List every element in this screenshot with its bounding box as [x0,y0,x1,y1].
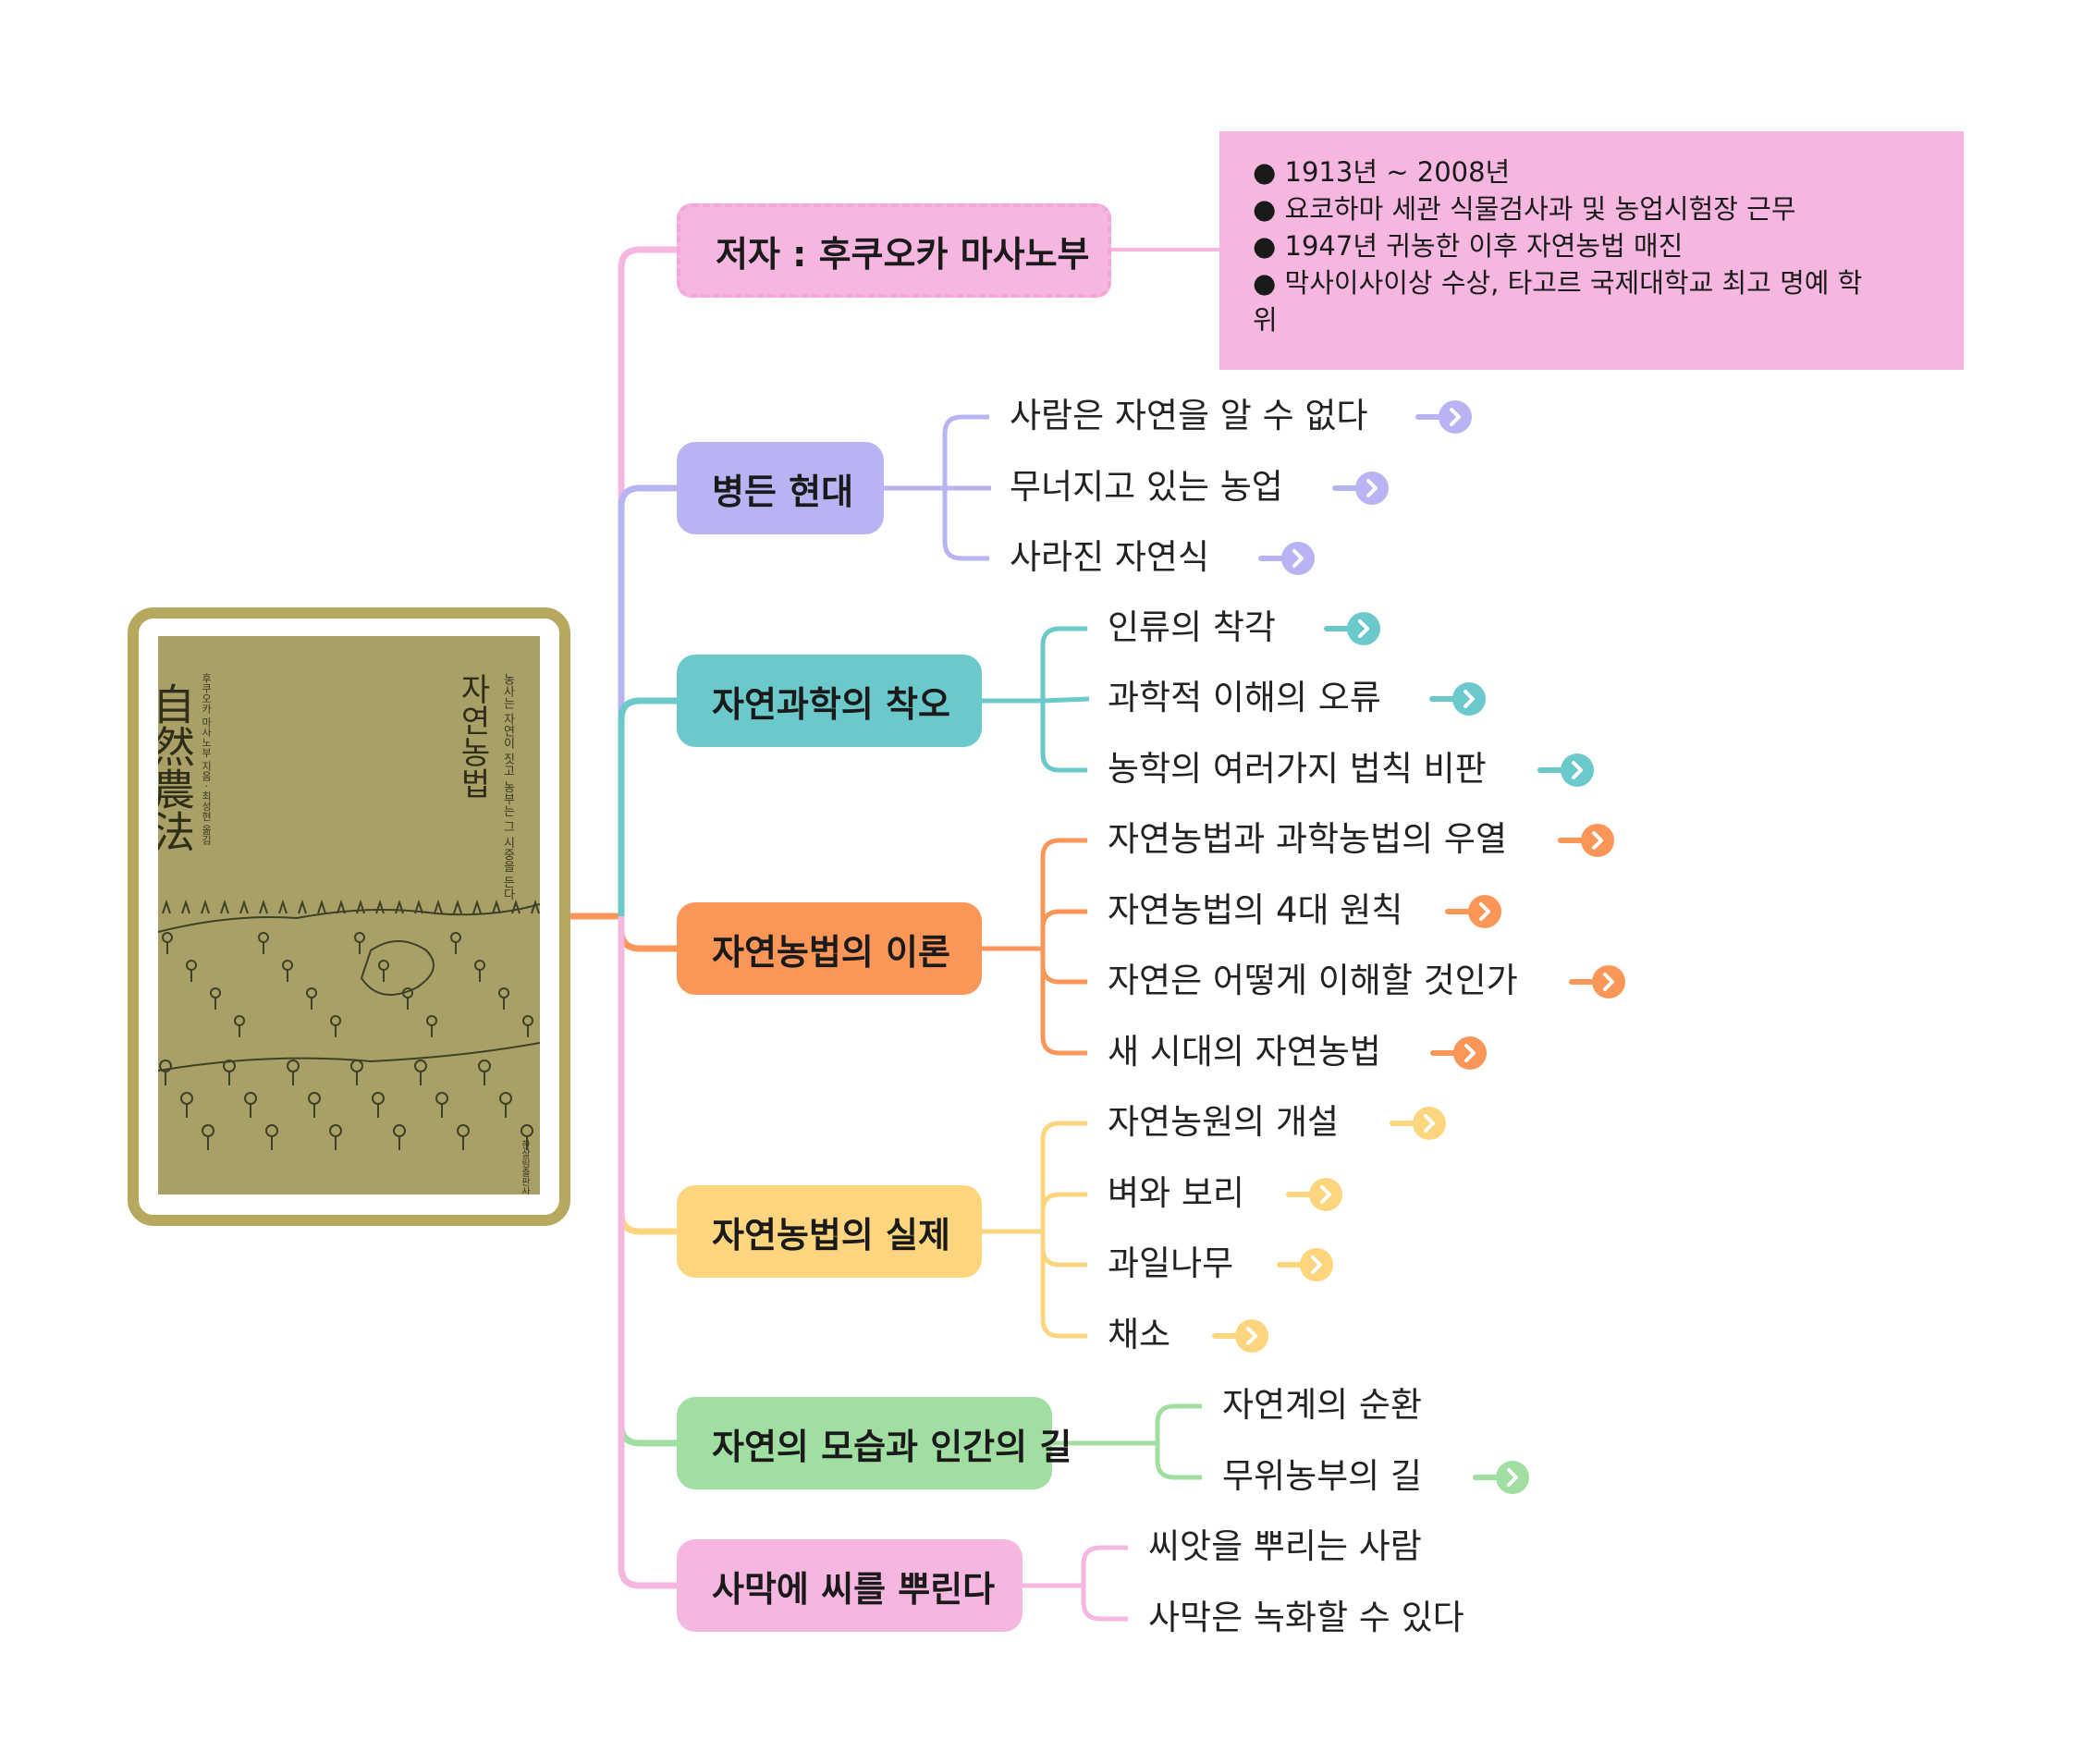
author-note[interactable]: ● 1913년 ~ 2008년 ● 요코하마 세관 식물검사과 및 농업시험장 … [1219,131,1964,370]
connector-leaf [1155,1403,1202,1443]
leaf-topic[interactable]: 씨앗을 뿌리는 사람 [1148,1526,1422,1566]
leaf-topic[interactable]: 자연은 어떻게 이해할 것인가 [1108,961,1518,1000]
expand-arrow-icon[interactable] [1537,753,1594,787]
connector-leaf [1040,1231,1087,1339]
author-node[interactable]: 저자 : 후쿠오카 마사노부 [677,203,1111,298]
branch-node-practice[interactable]: 자연농법의 실제 [677,1185,982,1278]
branch-label: 자연농법의 이론 [712,931,950,973]
connector-leaf [1040,1192,1087,1231]
expand-arrow-icon[interactable] [1332,472,1389,505]
leaf-topic[interactable]: 무너지고 있는 농업 [1010,467,1283,507]
connector-author [618,246,677,916]
connector-leaf [1040,909,1087,949]
connector-leaf [1040,626,1087,701]
cover-illustration: 自然農法 자연농법 농사는 자연이 짓고 농부는 그 시중을 든다 후쿠오카 마… [158,636,540,1194]
leaf-topic[interactable]: 자연농원의 개설 [1108,1102,1340,1142]
author-label: 저자 : 후쿠오카 마사노부 [716,233,1090,275]
branch-label: 자연의 모습과 인간의 길 [712,1426,1072,1467]
cover-author-line: 후쿠오카 마사노부 지음 · 최성현 옮김 [201,673,213,845]
expand-arrow-icon[interactable] [1277,1248,1333,1281]
branch-node-theory[interactable]: 자연농법의 이론 [677,902,982,995]
cover-subtitle: 농사는 자연이 짓고 농부는 그 시중을 든다 [501,673,515,900]
leaf-topic[interactable]: 무위농부의 길 [1222,1456,1423,1496]
expand-arrow-icon[interactable] [1212,1319,1268,1353]
connector-leaf [1040,949,1087,1056]
branch-label: 사막에 씨를 뿌린다 [712,1568,996,1610]
connector-leaf [942,488,989,561]
author-note-line: ● 1947년 귀농한 이후 자연농법 매진 [1253,230,1684,262]
expand-arrow-icon[interactable] [1429,682,1486,716]
expand-arrow-icon[interactable] [1473,1461,1529,1494]
leaf-topic[interactable]: 자연농법과 과학농법의 우열 [1108,819,1508,859]
expand-arrow-icon[interactable] [1390,1107,1446,1140]
leaf-topic[interactable]: 자연농법의 4대 원칙 [1108,890,1403,930]
author-note-line: 위 [1253,304,1278,336]
leaf-topic[interactable]: 사람은 자연을 알 수 없다 [1010,396,1368,435]
connector-leaf [1040,701,1087,773]
expand-arrow-icon[interactable] [1558,824,1614,857]
cover-publisher: 한살림출판사 [520,1140,531,1194]
expand-arrow-icon[interactable] [1324,612,1380,645]
leaf-topic[interactable]: 새 시대의 자연농법 [1108,1032,1381,1072]
connector-desert [618,916,677,1589]
leaf-topic[interactable]: 인류의 착각 [1108,607,1276,647]
branch-label: 자연과학의 착오 [712,683,950,725]
connector-leaf [1040,949,1087,985]
connector-leaf [1040,1231,1087,1268]
leaf-topic[interactable]: 농학의 여러가지 법칙 비판 [1108,749,1487,789]
author-note-line: ● 요코하마 세관 식물검사과 및 농업시험장 근무 [1253,193,1796,225]
connector-nature [618,916,677,1447]
leaf-topic[interactable]: 사막은 녹화할 수 있다 [1148,1598,1464,1637]
branch-label: 자연농법의 실제 [712,1214,950,1256]
leaf-topic[interactable]: 채소 [1108,1315,1171,1354]
cover-hanja-title: 自然農法 [158,682,196,852]
branch-label: 병든 현대 [712,471,854,512]
connector-leaf [1081,1545,1128,1586]
expand-arrow-icon[interactable] [1430,1036,1487,1070]
leaf-topic[interactable]: 벼와 보리 [1108,1173,1244,1213]
author-note-line: ● 막사이사이상 수상, 타고르 국제대학교 최고 명예 학 [1253,267,1863,299]
author-note-line: ● 1913년 ~ 2008년 [1253,156,1511,188]
expand-arrow-icon[interactable] [1286,1178,1342,1211]
cover-title: 자연농법 [454,673,491,799]
connector-leaf [1155,1443,1202,1480]
branch-node-sick[interactable]: 병든 현대 [677,442,884,534]
leaf-topic[interactable]: 과일나무 [1108,1243,1234,1283]
leaf-topic[interactable]: 과학적 이해의 오류 [1108,678,1381,717]
branch-node-science[interactable]: 자연과학의 착오 [677,655,982,747]
connector-sick [618,484,677,916]
connector-leaf [1081,1586,1128,1622]
connector-leaf [1042,696,1090,704]
branch-node-desert[interactable]: 사막에 씨를 뿌린다 [677,1539,1023,1632]
connector-science [618,697,677,916]
leaf-topic[interactable]: 자연계의 순환 [1222,1385,1423,1425]
connector-leaf [1040,1121,1087,1231]
connector-leaf [1040,838,1087,949]
expand-arrow-icon[interactable] [1415,400,1472,434]
connector-leaf [942,414,989,488]
expand-arrow-icon[interactable] [1445,895,1501,928]
book-cover-image: 自然農法 자연농법 농사는 자연이 짓고 농부는 그 시중을 든다 후쿠오카 마… [158,636,540,1194]
expand-arrow-icon[interactable] [1258,542,1315,575]
expand-arrow-icon[interactable] [1569,965,1625,998]
connector-practice [618,916,677,1235]
leaf-topic[interactable]: 사라진 자연식 [1010,537,1210,577]
branch-node-nature[interactable]: 자연의 모습과 인간의 길 [677,1397,1072,1489]
connector-theory [618,916,677,952]
